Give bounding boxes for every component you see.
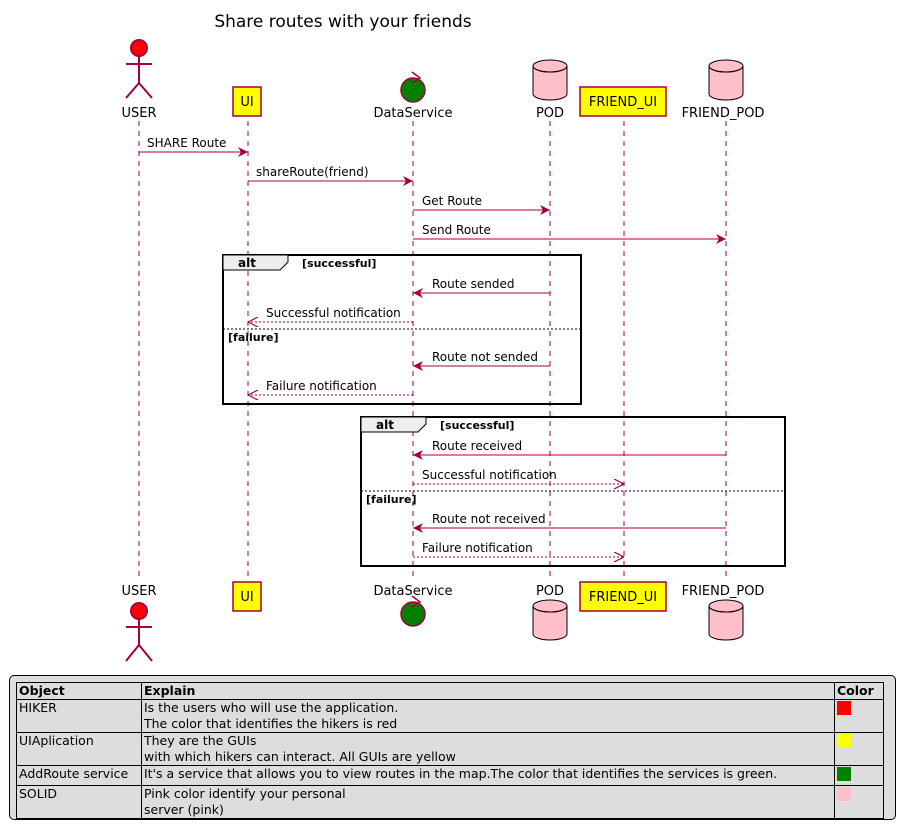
control-dataservice-top bbox=[400, 71, 426, 103]
participant-label-user-bottom: USER bbox=[121, 584, 156, 599]
legend-explain-line: It's a service that allows you to view r… bbox=[144, 766, 778, 781]
participant-friend-ui-top bbox=[579, 86, 667, 117]
legend: Object Explain Color HIKER Is the users … bbox=[9, 675, 896, 820]
participant-label-ui-bottom: UI bbox=[240, 590, 253, 605]
color-swatch bbox=[837, 734, 851, 748]
participants-bottom: USER UI DataService POD FRIEND_UI FRIEND… bbox=[121, 581, 765, 662]
alt-fragment-1: alt [successful] [failure] bbox=[222, 254, 582, 405]
alt-2-else-guard: [failure] bbox=[366, 493, 417, 506]
participant-label-ui-top: UI bbox=[240, 95, 253, 110]
alt-1-keyword: alt bbox=[238, 256, 256, 270]
participant-label-user-top: USER bbox=[121, 106, 156, 121]
message-label-12: Failure notification bbox=[422, 541, 533, 555]
control-dataservice-circle bbox=[400, 77, 426, 103]
legend-row: HIKER Is the users who will use the appl… bbox=[16, 699, 884, 733]
participants-top: USER UI DataService POD FRIEND_UI FRIEND… bbox=[121, 39, 765, 121]
diagram-title: Share routes with your friends bbox=[214, 12, 471, 32]
legend-explain: It's a service that allows you to view r… bbox=[141, 765, 835, 786]
participant-label-dataservice-bottom: DataService bbox=[373, 584, 452, 599]
legend-explain-line: Is the users who will use the applicatio… bbox=[144, 700, 399, 715]
message-label-1: SHARE Route bbox=[147, 136, 226, 150]
legend-explain-line: They are the GUIs bbox=[144, 733, 257, 748]
message-label-10: Successful notification bbox=[422, 468, 557, 482]
legend-object: HIKER bbox=[16, 699, 142, 733]
database-friend-pod-top bbox=[708, 59, 744, 101]
legend-header-object: Object bbox=[16, 682, 142, 700]
database-pod-top bbox=[532, 59, 568, 101]
color-swatch bbox=[837, 767, 851, 781]
message-label-2: shareRoute(friend) bbox=[256, 165, 369, 179]
actor-user-head bbox=[130, 39, 148, 57]
legend-header-row: Object Explain Color bbox=[16, 682, 884, 700]
legend-header-color: Color bbox=[834, 682, 884, 700]
actor-user-top bbox=[125, 39, 153, 99]
messages bbox=[139, 147, 726, 557]
database-friend-pod-bottom bbox=[708, 599, 744, 641]
legend-explain-line: Pink color identify your personal bbox=[144, 786, 346, 801]
legend-color bbox=[834, 732, 884, 766]
legend-object: SOLID bbox=[16, 785, 142, 819]
legend-color bbox=[834, 765, 884, 786]
lifelines bbox=[138, 121, 727, 580]
legend-color bbox=[834, 785, 884, 819]
participant-label-friend-pod-bottom: FRIEND_POD bbox=[682, 584, 765, 599]
legend-explain: Is the users who will use the applicatio… bbox=[141, 699, 835, 733]
participant-label-pod-bottom: POD bbox=[536, 584, 564, 599]
alt-1-else-guard: [failure] bbox=[228, 331, 279, 344]
color-swatch bbox=[837, 787, 851, 801]
message-label-6: Successful notification bbox=[266, 306, 401, 320]
color-swatch bbox=[837, 701, 851, 715]
legend-object: AddRoute service bbox=[16, 765, 142, 786]
participant-ui-top bbox=[232, 86, 262, 117]
legend-object: UIAplication bbox=[16, 732, 142, 766]
message-label-4: Send Route bbox=[422, 223, 491, 237]
alt-fragment-2: alt [successful] [failure] bbox=[360, 416, 786, 567]
message-label-8: Failure notification bbox=[266, 379, 377, 393]
database-pod-bottom bbox=[532, 599, 568, 641]
message-label-5: Route sended bbox=[432, 277, 515, 291]
legend-explain-line: The color that identifies the hikers is … bbox=[144, 716, 398, 731]
legend-explain-line: server (pink) bbox=[144, 802, 224, 817]
message-labels: SHARE Route shareRoute(friend) Get Route… bbox=[147, 136, 557, 555]
participant-label-friend-ui-top: FRIEND_UI bbox=[589, 95, 657, 110]
message-label-7: Route not sended bbox=[432, 350, 538, 364]
message-label-11: Route not received bbox=[432, 512, 546, 526]
participant-label-friend-ui-bottom: FRIEND_UI bbox=[589, 590, 657, 605]
legend-color bbox=[834, 699, 884, 733]
participant-ui-bottom bbox=[232, 581, 262, 612]
message-label-3: Get Route bbox=[422, 194, 482, 208]
legend-row: AddRoute service It's a service that all… bbox=[16, 765, 884, 786]
participant-label-dataservice-top: DataService bbox=[373, 106, 452, 121]
legend-header-explain: Explain bbox=[141, 682, 835, 700]
alt-2-guard: [successful] bbox=[440, 419, 514, 432]
alt-1-guard: [successful] bbox=[302, 257, 376, 270]
legend-explain-line: with which hikers can interact. All GUIs… bbox=[144, 749, 456, 764]
actor-user-bottom bbox=[125, 602, 153, 662]
participant-label-pod-top: POD bbox=[536, 106, 564, 121]
legend-table: Object Explain Color HIKER Is the users … bbox=[16, 682, 884, 819]
message-label-9: Route received bbox=[432, 439, 522, 453]
participant-label-friend-pod-top: FRIEND_POD bbox=[682, 106, 765, 121]
participant-friend-ui-bottom bbox=[579, 581, 667, 612]
control-dataservice-bottom bbox=[400, 595, 426, 627]
alt-2-keyword: alt bbox=[376, 418, 394, 432]
